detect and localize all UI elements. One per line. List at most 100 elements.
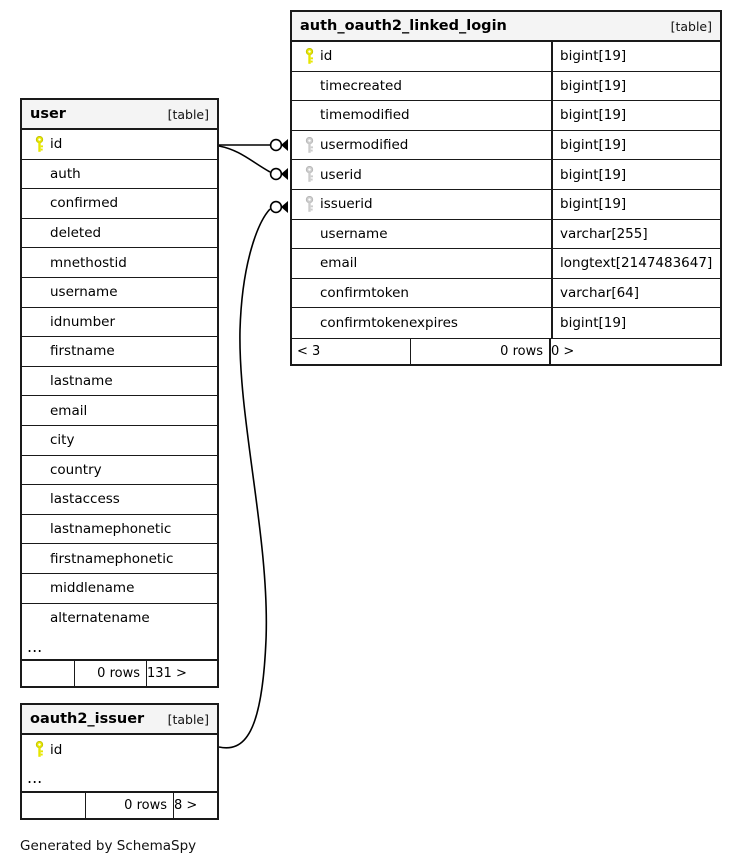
table-row[interactable]: lastaccess bbox=[22, 485, 217, 515]
table-footer: < 3 0 rows 0 > bbox=[292, 337, 720, 364]
column-name: country bbox=[50, 461, 102, 478]
column-name: firstnamephonetic bbox=[50, 550, 174, 567]
key-icon-foreign bbox=[298, 136, 320, 154]
column-name-cell: country bbox=[22, 456, 217, 485]
column-name: username bbox=[50, 284, 118, 301]
table-header: oauth2_issuer [table] bbox=[22, 705, 217, 735]
column-name: confirmtokenexpires bbox=[320, 315, 458, 332]
column-name: mnethostid bbox=[50, 254, 127, 271]
table-row[interactable]: id bbox=[22, 130, 217, 160]
column-name: userid bbox=[320, 166, 362, 183]
relationship-issuer-issuerid bbox=[218, 200, 288, 749]
column-name: alternatename bbox=[50, 610, 150, 627]
column-type: varchar[255] bbox=[560, 225, 648, 242]
column-name-cell: timecreated bbox=[292, 72, 551, 101]
column-name-cell: lastname bbox=[22, 367, 217, 396]
column-type-cell: bigint[19] bbox=[551, 101, 720, 130]
table-auth-oauth2-linked-login[interactable]: auth_oauth2_linked_login [table] id bigin… bbox=[290, 10, 722, 366]
column-name: lastnamephonetic bbox=[50, 521, 172, 538]
table-header: auth_oauth2_linked_login [table] bbox=[292, 12, 720, 42]
column-type: bigint[19] bbox=[560, 137, 627, 154]
table-row[interactable]: idnumber bbox=[22, 308, 217, 338]
key-icon-foreign bbox=[298, 166, 320, 183]
column-type-cell: bigint[19] bbox=[551, 71, 720, 101]
footer-incoming-count[interactable] bbox=[22, 661, 74, 686]
column-type-cell: bigint[19] bbox=[551, 42, 720, 71]
table-row[interactable]: usermodified bigint[19] bbox=[292, 130, 720, 161]
column-name-cell: id bbox=[292, 42, 551, 71]
table-row[interactable]: lastname bbox=[22, 367, 217, 397]
footer-incoming-count[interactable]: < 3 bbox=[297, 343, 321, 359]
table-type-tag: [table] bbox=[670, 18, 712, 34]
table-row[interactable]: country bbox=[22, 456, 217, 486]
column-name: id bbox=[320, 48, 333, 65]
column-name-cell: username bbox=[22, 278, 217, 307]
column-name: id bbox=[50, 136, 63, 153]
column-type-cell: varchar[64] bbox=[551, 278, 720, 308]
column-name: idnumber bbox=[50, 313, 116, 330]
table-title: auth_oauth2_linked_login bbox=[300, 18, 507, 34]
table-row[interactable]: city bbox=[22, 426, 217, 456]
table-row[interactable]: middlename bbox=[22, 574, 217, 604]
table-row[interactable]: alternatename bbox=[22, 604, 217, 634]
table-row[interactable]: firstname bbox=[22, 337, 217, 367]
footer-incoming-count[interactable] bbox=[22, 793, 85, 818]
column-type-cell: bigint[19] bbox=[551, 160, 720, 189]
column-type: longtext[2147483647] bbox=[560, 255, 713, 272]
key-icon-primary bbox=[298, 47, 320, 65]
table-footer: 0 rows 131 > bbox=[22, 660, 217, 687]
column-type-cell: bigint[19] bbox=[551, 130, 720, 160]
column-name-cell: id bbox=[22, 130, 217, 159]
column-name: middlename bbox=[50, 580, 135, 597]
column-type: bigint[19] bbox=[560, 166, 627, 183]
column-name-cell: usermodified bbox=[292, 131, 551, 160]
column-name: email bbox=[50, 402, 88, 419]
column-name-cell: idnumber bbox=[22, 308, 217, 337]
table-row[interactable]: id bbox=[22, 735, 217, 765]
footer-outgoing-count[interactable]: 8 > bbox=[173, 792, 203, 818]
table-row[interactable]: deleted bbox=[22, 219, 217, 249]
column-name-cell: alternatename bbox=[22, 604, 217, 634]
column-name-cell: userid bbox=[292, 160, 551, 189]
column-name-cell: issuerid bbox=[292, 190, 551, 219]
column-name: deleted bbox=[50, 225, 102, 242]
table-row[interactable]: userid bigint[19] bbox=[292, 160, 720, 190]
table-row[interactable]: confirmtoken varchar[64] bbox=[292, 278, 720, 309]
footer-row-count: 0 rows bbox=[85, 792, 173, 818]
column-name-cell: firstnamephonetic bbox=[22, 544, 217, 573]
column-name: lastname bbox=[50, 373, 113, 390]
table-row[interactable]: mnethostid bbox=[22, 248, 217, 278]
column-type: varchar[64] bbox=[560, 285, 640, 302]
column-type: bigint[19] bbox=[560, 196, 627, 213]
column-name: issuerid bbox=[320, 196, 373, 213]
table-row[interactable]: email bbox=[22, 396, 217, 426]
table-row[interactable]: issuerid bigint[19] bbox=[292, 189, 720, 220]
footer-outgoing-count[interactable]: 131 > bbox=[146, 661, 193, 687]
table-row[interactable]: id bigint[19] bbox=[292, 42, 720, 72]
table-oauth2-issuer[interactable]: oauth2_issuer [table] id ... 0 rows 8 > bbox=[20, 703, 219, 820]
truncated-columns-indicator: ... bbox=[22, 633, 217, 661]
key-icon-primary bbox=[28, 741, 50, 758]
table-row[interactable]: confirmed bbox=[22, 189, 217, 219]
table-row[interactable]: lastnamephonetic bbox=[22, 515, 217, 545]
footer-row-count: 0 rows bbox=[410, 338, 549, 364]
relationship-user-usermodified bbox=[219, 138, 288, 152]
column-name-cell: timemodified bbox=[292, 101, 551, 130]
column-name-cell: confirmtoken bbox=[292, 279, 551, 308]
truncated-columns-indicator: ... bbox=[22, 765, 217, 792]
table-row[interactable]: auth bbox=[22, 160, 217, 190]
footer-outgoing-count[interactable]: 0 > bbox=[549, 338, 580, 364]
table-type-tag: [table] bbox=[167, 711, 209, 727]
table-type-tag: [table] bbox=[167, 106, 209, 122]
table-row[interactable]: username bbox=[22, 278, 217, 308]
table-title: oauth2_issuer bbox=[30, 711, 145, 727]
table-row[interactable]: firstnamephonetic bbox=[22, 544, 217, 574]
column-name-cell: deleted bbox=[22, 219, 217, 248]
